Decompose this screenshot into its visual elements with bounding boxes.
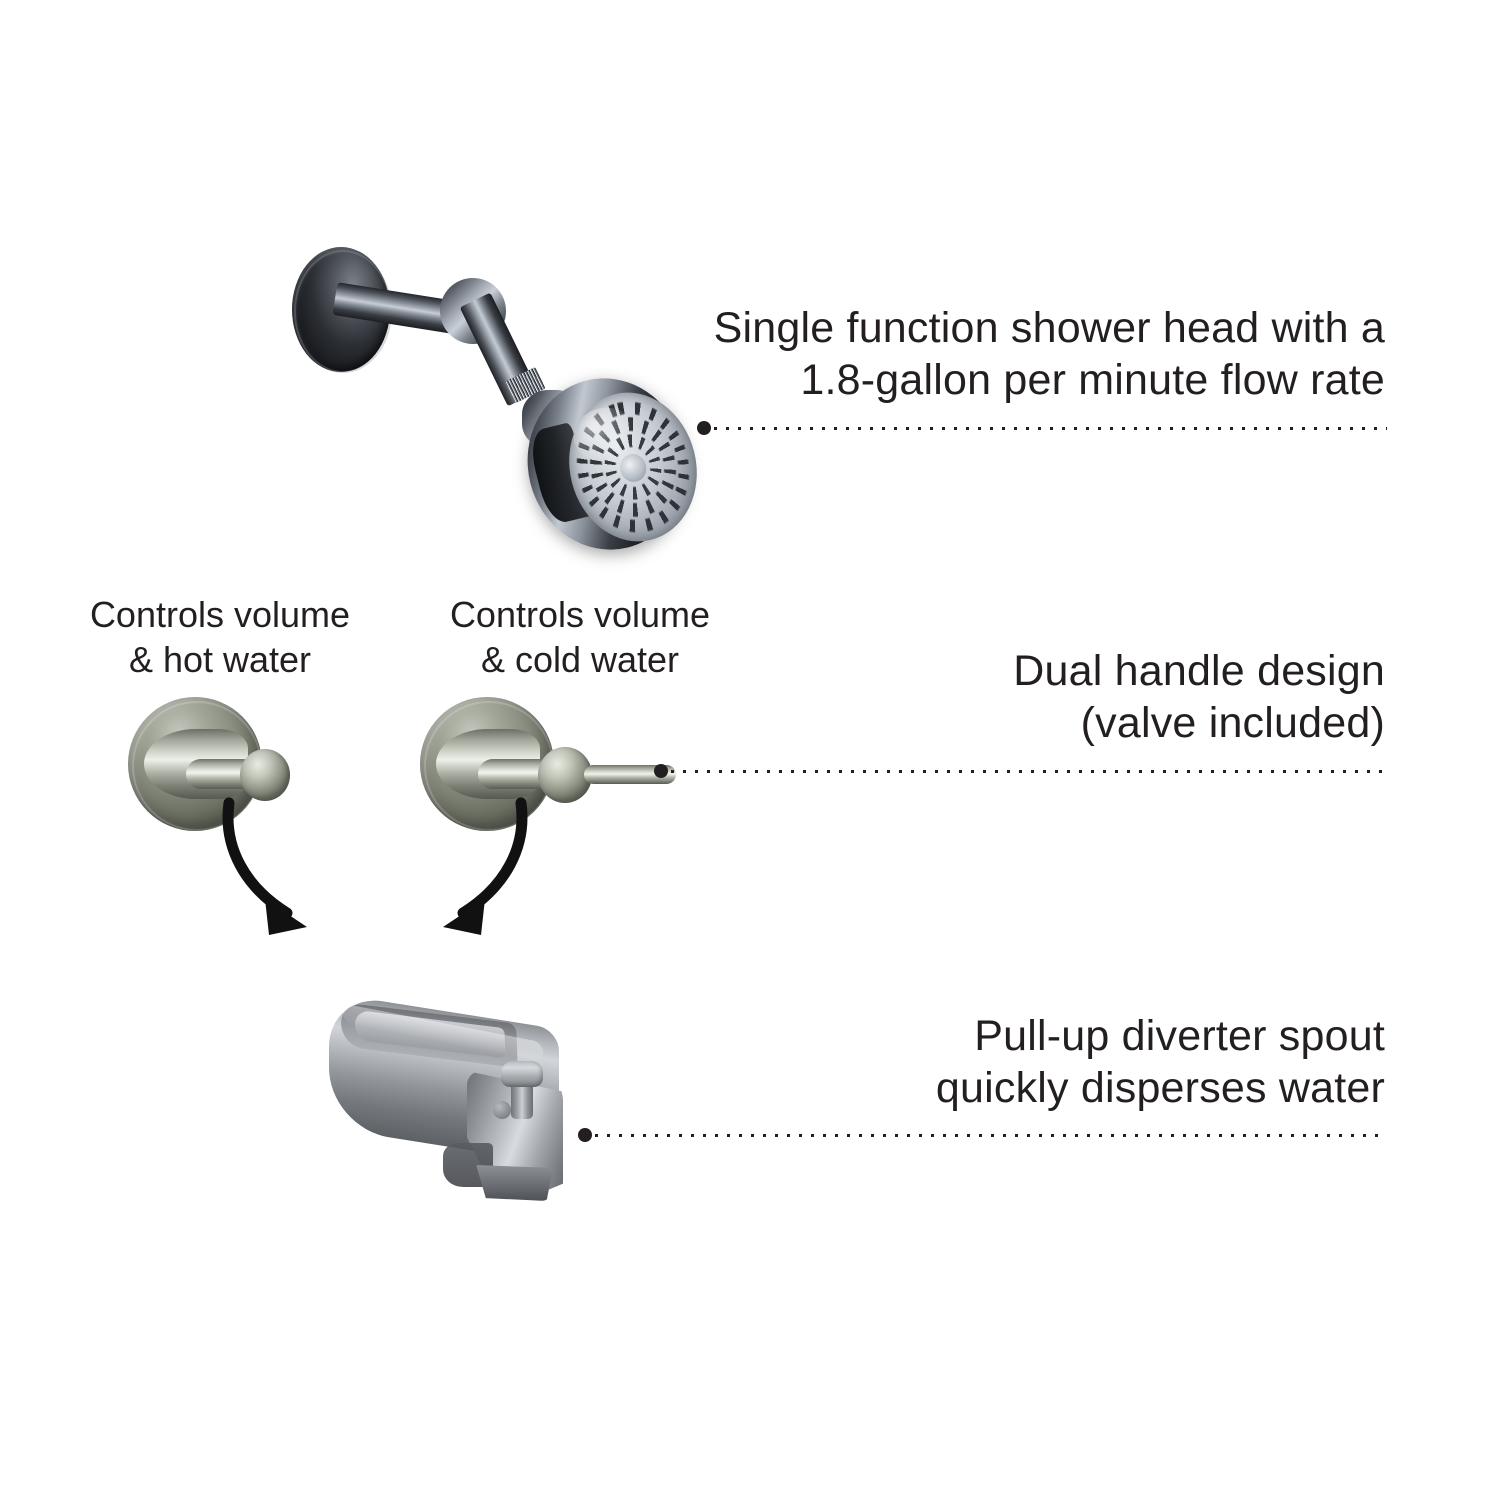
curved-arrow-cold-icon <box>443 797 528 935</box>
curved-arrow-hot-icon <box>222 797 307 935</box>
label-hot-line2: & hot water <box>128 639 312 680</box>
leader-dashes-shower-head <box>714 427 1387 430</box>
tub-spout-nose-lip <box>476 1165 553 1201</box>
label-cold-line1: Controls volume <box>449 594 711 635</box>
callout-shower-head-text: Single function shower head with a 1.8-g… <box>714 302 1385 407</box>
leader-dot-dual-handle <box>654 764 668 778</box>
curved-arrow-cold-to-spout <box>405 795 545 945</box>
curved-arrow-hot-to-spout <box>205 795 345 945</box>
leader-dot-shower-head <box>697 421 711 435</box>
callout-diverter-spout-line1: Pull-up diverter spout <box>974 1012 1385 1060</box>
cold-handle-lever-extension <box>584 765 676 784</box>
callout-shower-head-line1: Single function shower head with a <box>713 304 1385 352</box>
leader-line-shower-head <box>697 421 1387 435</box>
leader-dashes-dual-handle <box>671 770 1387 773</box>
leader-dashes-diverter-spout <box>595 1134 1387 1137</box>
label-hot-line1: Controls volume <box>89 594 351 635</box>
leader-line-diverter-spout <box>578 1128 1387 1142</box>
diverter-side-nub <box>493 1101 511 1119</box>
label-cold-line2: & cold water <box>480 639 680 680</box>
diverter-knob <box>501 1061 543 1087</box>
callout-dual-handle-line2: (valve included) <box>1080 699 1385 748</box>
callout-shower-head-line2: 1.8-gallon per minute flow rate <box>800 356 1385 405</box>
diverter-stem <box>511 1077 533 1119</box>
callout-diverter-spout-text: Pull-up diverter spout quickly disperses… <box>936 1010 1385 1115</box>
label-hot-water-handle: Controls volume & hot water <box>60 592 380 682</box>
tub-spout-image <box>325 992 625 1220</box>
hot-handle-lever-end <box>240 749 290 801</box>
callout-diverter-spout-line2: quickly disperses water <box>935 1064 1385 1113</box>
label-cold-water-handle: Controls volume & cold water <box>420 592 740 682</box>
leader-line-dual-handle <box>654 764 1387 778</box>
shower-head-image <box>280 230 713 567</box>
leader-dot-diverter-spout <box>578 1128 592 1142</box>
cold-handle-lever-end <box>538 747 592 803</box>
cold-water-handle-image <box>420 697 690 837</box>
callout-dual-handle-line1: Dual handle design <box>1013 647 1385 695</box>
hot-water-handle-image <box>128 697 308 837</box>
callout-dual-handle-text: Dual handle design (valve included) <box>1013 645 1385 750</box>
